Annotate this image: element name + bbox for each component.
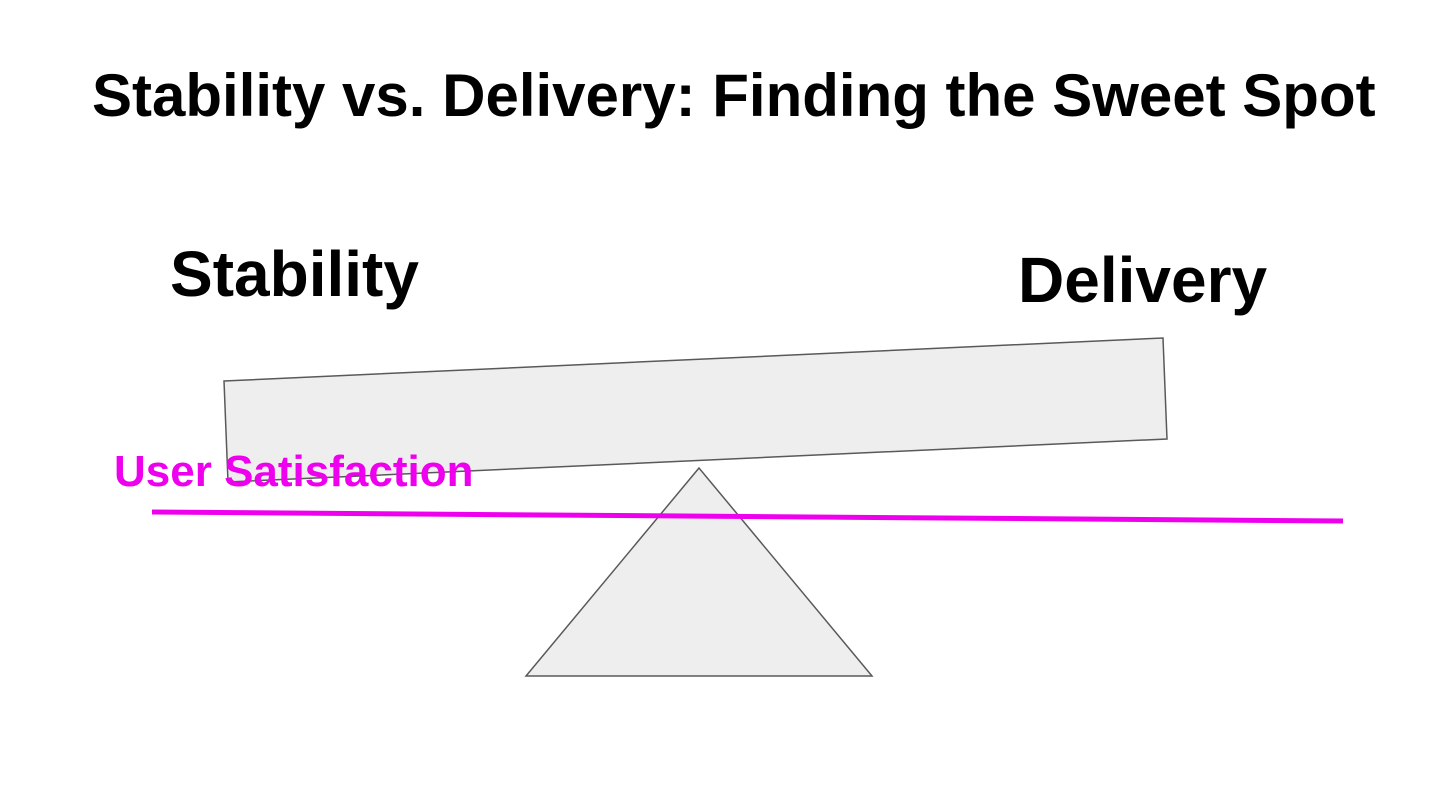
delivery-label: Delivery <box>1018 244 1268 316</box>
user-satisfaction-line <box>151 509 1344 524</box>
user-satisfaction-label: User Satisfaction <box>114 447 474 496</box>
seesaw-plank <box>223 337 1168 483</box>
fulcrum-triangle <box>524 466 874 677</box>
slide-title: Stability vs. Delivery: Finding the Swee… <box>92 62 1376 129</box>
stability-label: Stability <box>170 238 419 310</box>
